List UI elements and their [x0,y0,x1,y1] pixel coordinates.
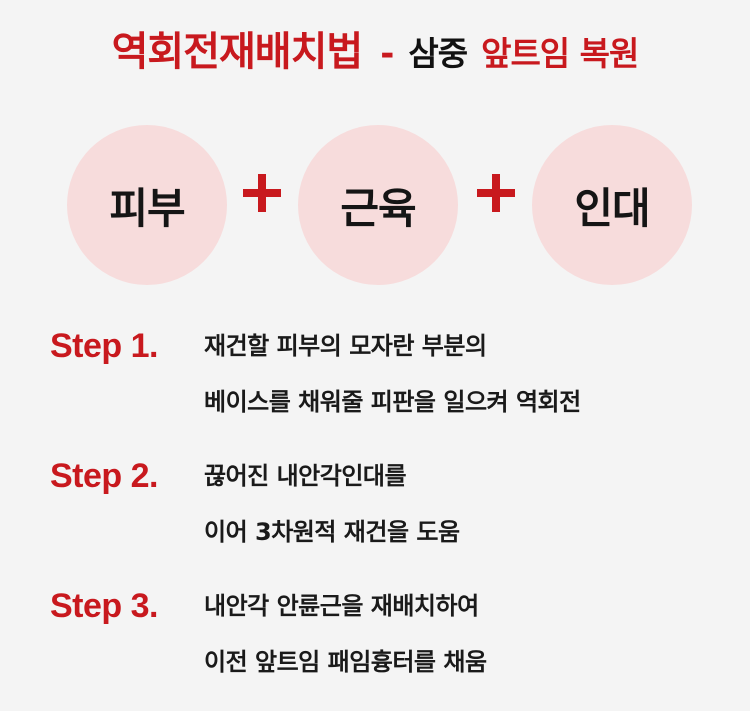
step-line: 베이스를 채워줄 피판을 일으켜 역회전 [204,388,581,416]
plus-icon [471,168,521,218]
component-label: 근육 [340,183,416,233]
page-title: 역회전재배치법-삼중 앞트임 복원 [0,22,750,90]
step-description: 끊어진 내안각인대를 이어 3차원적 재건을 도움 [204,456,460,552]
title-sub-black: 삼중 [408,34,468,73]
step-line: 이전 앞트임 패임흉터를 채움 [204,648,487,676]
step-description: 재건할 피부의 모자란 부분의 베이스를 채워줄 피판을 일으켜 역회전 [204,326,581,422]
component-circle-muscle: 근육 [298,125,458,285]
title-main: 역회전재배치법 [111,29,364,75]
component-circle-ligament: 인대 [532,125,692,285]
step-line: 내안각 안륜근을 재배치하여 [204,592,479,620]
component-circle-skin: 피부 [67,125,227,285]
step-label: Step 2. [50,457,158,495]
step-line: 재건할 피부의 모자란 부분의 [204,332,487,360]
plus-icon [237,168,287,218]
component-label: 인대 [574,183,650,233]
step-label: Step 1. [50,327,158,365]
title-dash: - [380,34,395,74]
component-label: 피부 [109,183,185,233]
step-line: 이어 3차원적 재건을 도움 [204,518,460,546]
step-description: 내안각 안륜근을 재배치하여 이전 앞트임 패임흉터를 채움 [204,586,487,682]
step-label: Step 3. [50,587,158,625]
step-line: 끊어진 내안각인대를 [204,462,407,490]
title-sub-red: 앞트임 복원 [481,34,639,73]
